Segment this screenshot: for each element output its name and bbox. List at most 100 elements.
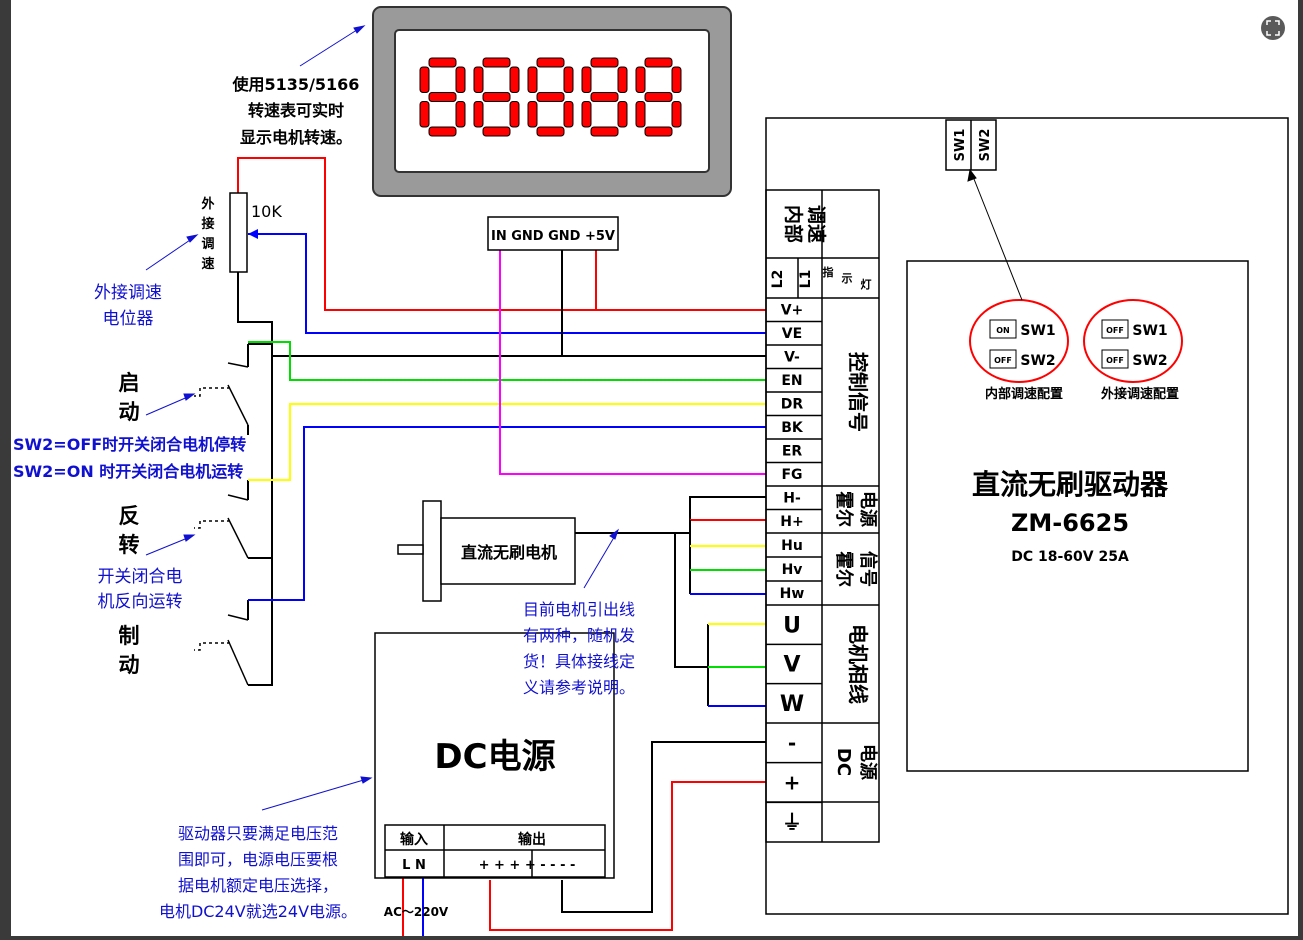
reverse-note-1: 开关闭合电	[98, 567, 183, 587]
speed-display: 88888	[372, 6, 732, 197]
terminal-label: VE	[782, 326, 802, 342]
driver-model: ZM-6625	[1011, 509, 1129, 537]
terminal-label: V+	[781, 303, 804, 319]
motor-note: 目前电机引出线 有两种，随机发 货！具体接线定 义请参考说明。	[523, 600, 635, 697]
internal-sw2-state: OFF	[994, 356, 1012, 365]
psu-note-1: 驱动器只要满足电压范	[178, 824, 338, 843]
motor-note-4: 义请参考说明。	[523, 678, 635, 697]
digit	[419, 57, 466, 137]
start-note-1: SW2=OFF时开关闭合电机停转	[13, 435, 246, 454]
external-sw2-state: OFF	[1106, 356, 1124, 365]
dip-label-sw1: SW1	[953, 129, 968, 162]
terminal-label: DR	[781, 397, 804, 413]
internal-sw1-state: ON	[996, 326, 1010, 335]
config-internal: ON SW1 OFF SW2 内部调速配置	[969, 299, 1069, 402]
led-caption-2: 示	[841, 272, 853, 285]
psu-output-label: 输出	[518, 831, 546, 848]
led-caption-3: 灯	[861, 277, 872, 291]
motor-note-3: 货！具体接线定	[523, 652, 635, 671]
terminal-label: Hu	[781, 538, 803, 554]
psu-title: DC电源	[434, 737, 555, 777]
terminal-label: Hv	[782, 562, 803, 578]
reverse-note-2: 机反向运转	[98, 592, 183, 612]
digit	[635, 57, 682, 137]
pot-labels: 外 接 调 速 10K 外接调速 电位器	[94, 196, 282, 329]
digit	[473, 57, 520, 137]
psu-note: 驱动器只要满足电压范 围即可，电源电压要根 据电机额定电压选择， 电机DC24V…	[159, 824, 357, 921]
dc-group-label-2: 电源	[857, 744, 879, 780]
external-sw1-label: SW1	[1132, 323, 1167, 339]
driver-spec: DC 18-60V 25A	[1011, 549, 1129, 565]
pot-vlabel-3: 调	[201, 237, 214, 252]
control-group-label: 控制信号	[846, 352, 870, 432]
start-label-2: 动	[119, 400, 140, 424]
led-label-l2: L2	[770, 270, 786, 289]
dc-group-label-1: DC	[833, 748, 854, 776]
psu-note-3: 据电机额定电压选择，	[178, 876, 338, 895]
start-label-1: 启	[119, 371, 140, 395]
pot-vlabel-4: 速	[201, 256, 214, 272]
tach-note-line-1: 使用5135/5166	[232, 75, 360, 94]
internal-speed-label-2: 调速	[805, 205, 828, 243]
psu-output-terms: + + + + - - - -	[479, 858, 576, 873]
expand-icon	[1266, 20, 1280, 36]
hall-signal-label-1: 霍尔	[833, 551, 855, 587]
tachometer-note: 使用5135/5166 转速表可实时 显示电机转速。	[232, 75, 360, 147]
internal-sw1-label: SW1	[1020, 323, 1055, 339]
driver-title: 直流无刷驱动器	[972, 468, 1169, 501]
bldc-motor: 直流无刷电机	[397, 500, 576, 602]
dc-power-supply: DC电源 输入 输出 L N + + + + - - - - AC～220V	[374, 632, 615, 919]
terminal-label: -	[788, 731, 796, 755]
external-config-caption: 外接调速配置	[1100, 386, 1179, 402]
external-sw1-state: OFF	[1106, 326, 1124, 335]
reverse-label-1: 反	[119, 504, 140, 528]
phase-group-label: 电机相线	[846, 624, 870, 704]
pot-vlabel-2: 接	[201, 216, 214, 232]
terminal-label: ⏚	[782, 810, 802, 834]
pot-vlabel-1: 外	[200, 196, 214, 212]
start-note-2: SW2=ON 时开关闭合电机运转	[13, 462, 243, 481]
driver-unit: SW1 SW2 V+VEV-ENDRBKERFGH-H+HuHvHwUVW-+⏚…	[765, 117, 1289, 915]
seven-segment-digits: 88888	[419, 57, 682, 137]
dip-label-sw2: SW2	[978, 129, 993, 162]
external-sw2-label: SW2	[1132, 353, 1167, 369]
switch-labels: 启 动 SW2=OFF时开关闭合电机停转 SW2=ON 时开关闭合电机运转 反 …	[13, 371, 246, 677]
digit	[527, 57, 574, 137]
external-potentiometer	[229, 192, 258, 273]
pot-value: 10K	[251, 202, 282, 221]
internal-speed-label-1: 内部	[782, 205, 805, 243]
config-external: OFF SW1 OFF SW2 外接调速配置	[1083, 299, 1183, 402]
hall-power-label-2: 电源	[857, 491, 879, 527]
fullscreen-button[interactable]	[1261, 16, 1285, 40]
switches	[194, 362, 249, 686]
brake-label-2: 动	[119, 653, 140, 677]
motor-note-1: 目前电机引出线	[523, 600, 635, 619]
tach-note-line-2: 转速表可实时	[248, 101, 344, 120]
ac-input-label: AC～220V	[384, 905, 449, 919]
terminal-label: ER	[782, 444, 803, 460]
terminal-label: +	[784, 771, 801, 795]
motor-label: 直流无刷电机	[461, 543, 557, 562]
terminal-label: FG	[781, 467, 802, 483]
terminal-label: U	[783, 613, 801, 638]
internal-config-caption: 内部调速配置	[985, 386, 1063, 402]
brake-label-1: 制	[119, 624, 140, 648]
terminal-label: V	[783, 653, 800, 678]
terminal-label: Hw	[780, 586, 805, 602]
motor-note-2: 有两种，随机发	[523, 626, 635, 645]
reverse-switch	[194, 494, 249, 559]
terminal-label: W	[780, 692, 804, 717]
tach-connector: IN GND GND +5V	[487, 216, 619, 251]
terminal-label: H+	[780, 514, 803, 530]
psu-input-label: 输入	[400, 831, 428, 848]
reverse-label-2: 转	[119, 533, 140, 557]
tach-connector-labels: IN GND GND +5V	[491, 229, 615, 244]
psu-note-2: 围即可，电源电压要根	[178, 850, 338, 869]
digit	[581, 57, 628, 137]
start-switch	[194, 362, 249, 426]
wires	[237, 157, 766, 936]
led-caption-1: 指	[823, 265, 834, 279]
